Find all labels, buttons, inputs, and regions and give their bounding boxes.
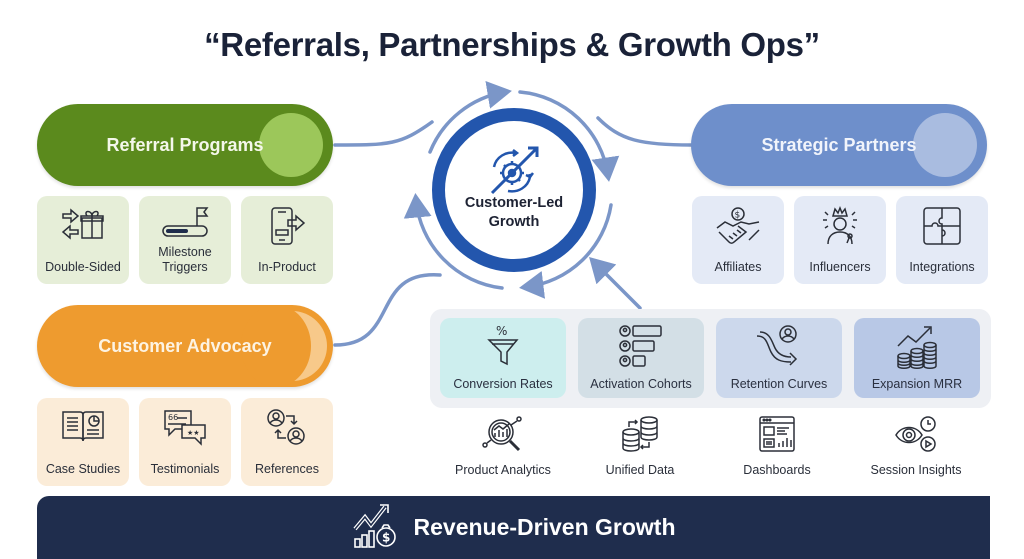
customer-advocacy-pill: Customer Advocacy bbox=[37, 305, 333, 387]
card-label: Testimonials bbox=[150, 462, 220, 477]
card-affiliates: $ Affiliates bbox=[692, 196, 784, 284]
svg-text:$: $ bbox=[382, 530, 390, 544]
curve-arrow-user-icon bbox=[754, 324, 804, 373]
handshake-dollar-icon: $ bbox=[715, 206, 761, 251]
arrows-gift-icon bbox=[60, 206, 106, 247]
revenue-growth-icon: $ bbox=[352, 501, 400, 555]
page-title: “Referrals, Partnerships & Growth Ops” bbox=[204, 26, 820, 63]
dashboard-window-icon bbox=[757, 415, 797, 456]
metric-retention-curves: Retention Curves bbox=[716, 318, 842, 398]
card-references: References bbox=[241, 398, 333, 486]
customer-led-growth-hub: Customer-Led Growth bbox=[432, 108, 596, 272]
tool-label: Session Insights bbox=[870, 463, 962, 477]
card-integrations: Integrations bbox=[896, 196, 988, 284]
crowned-person-icon bbox=[817, 205, 863, 251]
magnifier-chart-icon bbox=[481, 415, 525, 458]
card-label: Integrations bbox=[909, 260, 975, 275]
card-case-studies: Case Studies bbox=[37, 398, 129, 486]
tool-session-insights: Session Insights bbox=[846, 415, 986, 477]
strategic-partners-label: Strategic Partners bbox=[761, 134, 917, 155]
svg-text:%: % bbox=[496, 324, 507, 338]
metric-expansion-mrr: Expansion MRR bbox=[854, 318, 980, 398]
card-in-product: In-Product bbox=[241, 196, 333, 284]
puzzle-icon bbox=[921, 206, 963, 251]
hub-label: Customer-Led Growth bbox=[464, 194, 564, 231]
pill-knob bbox=[913, 113, 977, 177]
card-testimonials: 66 ★★ Testimonials bbox=[139, 398, 231, 486]
funnel-percent-icon: % bbox=[483, 324, 523, 371]
gear-growth-arrows-icon bbox=[484, 143, 544, 204]
open-book-chart-icon bbox=[60, 408, 106, 449]
phone-share-icon bbox=[266, 206, 308, 251]
metric-label: Retention Curves bbox=[730, 377, 828, 391]
quote-bubbles-icon: 66 ★★ bbox=[162, 408, 208, 451]
user-cohort-bars-icon bbox=[618, 324, 664, 373]
coins-trend-icon bbox=[894, 324, 940, 373]
svg-text:$: $ bbox=[735, 211, 741, 221]
svg-text:66: 66 bbox=[168, 413, 178, 422]
metric-label: Conversion Rates bbox=[453, 377, 553, 391]
card-label: Milestone Triggers bbox=[158, 244, 212, 275]
tool-product-analytics: Product Analytics bbox=[433, 415, 573, 477]
card-label: References bbox=[255, 462, 319, 477]
metric-label: Activation Cohorts bbox=[590, 377, 692, 391]
tool-label: Product Analytics bbox=[455, 463, 551, 477]
eye-clock-play-icon bbox=[894, 415, 938, 456]
svg-text:★★: ★★ bbox=[187, 429, 200, 437]
referral-programs-label: Referral Programs bbox=[106, 134, 264, 155]
user-exchange-icon bbox=[264, 408, 310, 451]
customer-advocacy-label: Customer Advocacy bbox=[98, 335, 272, 356]
card-milestone-triggers: Milestone Triggers bbox=[139, 196, 231, 284]
card-label: In-Product bbox=[258, 260, 316, 275]
card-label: Influencers bbox=[809, 260, 871, 275]
banner-label: Revenue-Driven Growth bbox=[413, 514, 676, 540]
card-label: Case Studies bbox=[45, 462, 121, 477]
tool-label: Dashboards bbox=[743, 463, 811, 477]
tool-unified-data: Unified Data bbox=[570, 415, 710, 477]
strategic-partners-pill: Strategic Partners bbox=[691, 104, 987, 186]
card-influencers: Influencers bbox=[794, 196, 886, 284]
progress-flag-icon bbox=[159, 206, 211, 245]
metrics-panel: % Conversion Rates Activation Cohorts bbox=[430, 309, 991, 408]
metric-activation-cohorts: Activation Cohorts bbox=[578, 318, 704, 398]
referral-programs-pill: Referral Programs bbox=[37, 104, 333, 186]
tool-label: Unified Data bbox=[605, 463, 675, 477]
database-sync-icon bbox=[620, 415, 660, 456]
card-double-sided: Double-Sided bbox=[37, 196, 129, 284]
tool-dashboards: Dashboards bbox=[707, 415, 847, 477]
metric-label: Expansion MRR bbox=[871, 377, 963, 391]
card-label: Double-Sided bbox=[45, 260, 121, 275]
revenue-driven-growth-banner: $ Revenue-Driven Growth bbox=[37, 496, 990, 559]
metric-conversion-rates: % Conversion Rates bbox=[440, 318, 566, 398]
card-label: Affiliates bbox=[714, 260, 762, 275]
pill-knob bbox=[259, 113, 323, 177]
